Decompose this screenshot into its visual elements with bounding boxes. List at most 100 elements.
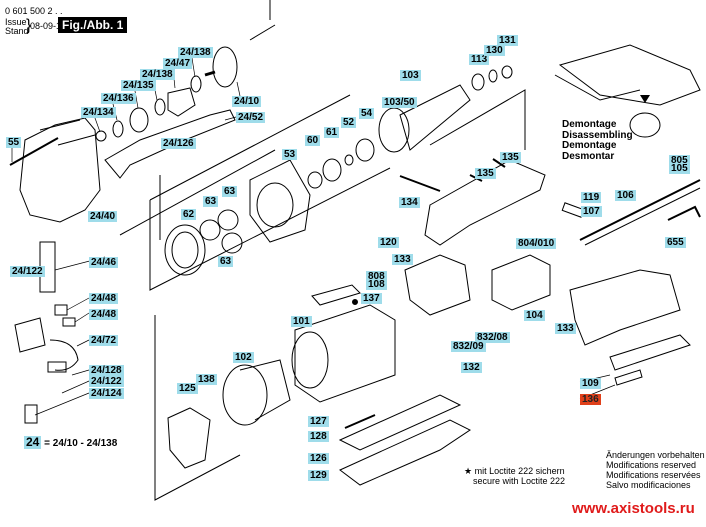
bolt-55 xyxy=(9,137,59,166)
part-label-63[interactable]: 63 xyxy=(222,186,238,197)
part-label-133[interactable]: 133 xyxy=(555,323,576,334)
part-label-134[interactable]: 134 xyxy=(399,197,420,208)
die-holder-24-72 xyxy=(14,317,46,353)
part-label-120[interactable]: 120 xyxy=(378,237,399,248)
ring-24-138b xyxy=(190,75,202,93)
part-label-109[interactable]: 109 xyxy=(580,378,601,389)
part-label-107[interactable]: 107 xyxy=(581,206,602,217)
brush-holder xyxy=(404,254,471,316)
part-label-805[interactable]: 805 xyxy=(669,155,690,166)
armature-103 xyxy=(399,84,471,151)
part-label-101[interactable]: 101 xyxy=(291,316,312,327)
cable-106 xyxy=(579,179,701,241)
part-label-119[interactable]: 119 xyxy=(581,192,602,203)
part-label-130[interactable]: 130 xyxy=(484,45,505,56)
disassembly-line-fr: Demontage xyxy=(562,140,617,151)
part-label-113[interactable]: 113 xyxy=(469,54,490,65)
label-136 xyxy=(614,369,643,386)
part-label-62[interactable]: 62 xyxy=(181,209,197,220)
modifications-line-de: Änderungen vorbehalten xyxy=(606,450,705,460)
watermark-url[interactable]: www.axistools.ru xyxy=(572,500,695,517)
screw-134 xyxy=(399,175,441,192)
modifications-note: Änderungen vorbehalten Modifications res… xyxy=(606,450,705,490)
part-label-103[interactable]: 103 xyxy=(400,70,421,81)
gear-63c xyxy=(221,232,243,254)
armature-fan-103 xyxy=(378,107,410,153)
part-label-127[interactable]: 127 xyxy=(308,416,329,427)
part-label-138[interactable]: 138 xyxy=(196,374,217,385)
part-number: 0 601 500 2 . . xyxy=(5,6,63,16)
slide-126 xyxy=(338,394,462,451)
group-label-24[interactable]: 24 xyxy=(24,435,42,449)
part-label-129[interactable]: 129 xyxy=(308,470,329,481)
part-label-136[interactable]: 136 xyxy=(580,394,601,405)
part-label-24-122[interactable]: 24/122 xyxy=(10,266,45,277)
loctite-line-2: secure with Loctite 222 xyxy=(473,476,566,486)
part-label-135[interactable]: 135 xyxy=(500,152,521,163)
part-label-24-40[interactable]: 24/40 xyxy=(88,211,118,222)
bearing-113 xyxy=(471,73,485,91)
part-label-63[interactable]: 63 xyxy=(203,196,219,207)
part-label-24-138[interactable]: 24/138 xyxy=(178,47,213,58)
part-label-24-10[interactable]: 24/10 xyxy=(232,96,262,107)
part-label-24-136[interactable]: 24/136 xyxy=(101,93,136,104)
part-label-832-09[interactable]: 832/09 xyxy=(451,341,486,352)
part-label-128[interactable]: 128 xyxy=(308,431,329,442)
part-label-61[interactable]: 61 xyxy=(324,127,340,138)
part-label-24-48[interactable]: 24/48 xyxy=(89,293,119,304)
part-label-52[interactable]: 52 xyxy=(341,117,357,128)
disassembly-line-es: Desmontar xyxy=(562,150,615,162)
part-label-102[interactable]: 102 xyxy=(233,352,254,363)
part-label-24-138[interactable]: 24/138 xyxy=(140,69,175,80)
part-label-24-52[interactable]: 24/52 xyxy=(236,112,266,123)
part-label-24-47[interactable]: 24/47 xyxy=(163,58,193,69)
cover-133 xyxy=(569,269,681,346)
part-label-24-135[interactable]: 24/135 xyxy=(121,80,156,91)
part-label-105[interactable]: 105 xyxy=(669,163,690,174)
issue-date: 08-09-16 xyxy=(30,21,67,31)
part-label-126[interactable]: 126 xyxy=(308,453,329,464)
ring-130 xyxy=(488,69,498,83)
disassembly-line-de: Demontage xyxy=(562,119,617,130)
part-label-104[interactable]: 104 xyxy=(524,310,545,321)
part-label-24-134[interactable]: 24/134 xyxy=(81,107,116,118)
part-label-804-010[interactable]: 804/010 xyxy=(516,238,557,249)
modifications-line-es: Salvo modificaciones xyxy=(606,480,691,490)
bearing-60 xyxy=(307,171,323,189)
part-label-24-128[interactable]: 24/128 xyxy=(89,365,124,376)
part-label-655[interactable]: 655 xyxy=(665,237,686,248)
part-label-55[interactable]: 55 xyxy=(6,137,22,148)
spring-128 xyxy=(344,414,376,429)
part-label-131[interactable]: 131 xyxy=(497,35,518,46)
part-label-60[interactable]: 60 xyxy=(305,135,321,146)
loctite-note: ★ mit Loctite 222 sichern secure with Lo… xyxy=(464,466,565,486)
part-label-135[interactable]: 135 xyxy=(475,168,496,179)
part-label-53[interactable]: 53 xyxy=(282,149,298,160)
motor-housing-101 xyxy=(294,304,396,403)
disassembly-line-en: Disassembling xyxy=(562,129,633,141)
figure-title: Fig./Abb. 1 xyxy=(58,17,128,33)
part-label-24-46[interactable]: 24/46 xyxy=(89,257,119,268)
part-label-54[interactable]: 54 xyxy=(359,108,375,119)
group-range: = 24/10 - 24/138 xyxy=(44,438,118,449)
part-label-808[interactable]: 808 xyxy=(366,271,387,282)
part-label-132[interactable]: 132 xyxy=(461,362,482,373)
part-label-137[interactable]: 137 xyxy=(361,293,382,304)
part-label-832-08[interactable]: 832/08 xyxy=(475,332,510,343)
part-label-24-122[interactable]: 24/122 xyxy=(89,376,124,387)
part-label-24-124[interactable]: 24/124 xyxy=(89,388,124,399)
part-label-125[interactable]: 125 xyxy=(177,383,198,394)
part-label-24-72[interactable]: 24/72 xyxy=(89,335,119,346)
group-legend: 24 = 24/10 - 24/138 xyxy=(24,436,117,449)
part-label-24-48[interactable]: 24/48 xyxy=(89,309,119,320)
part-label-106[interactable]: 106 xyxy=(615,190,636,201)
part-label-133[interactable]: 133 xyxy=(392,254,413,265)
part-label-63[interactable]: 63 xyxy=(218,256,234,267)
part-label-108[interactable]: 108 xyxy=(366,279,387,290)
star-icon: ★ xyxy=(464,466,473,476)
gear-63b xyxy=(217,209,239,231)
loctite-line-1: mit Loctite 222 sichern xyxy=(474,466,565,476)
part-label-103-50[interactable]: 103/50 xyxy=(382,97,417,108)
part-label-24-126[interactable]: 24/126 xyxy=(161,138,196,149)
